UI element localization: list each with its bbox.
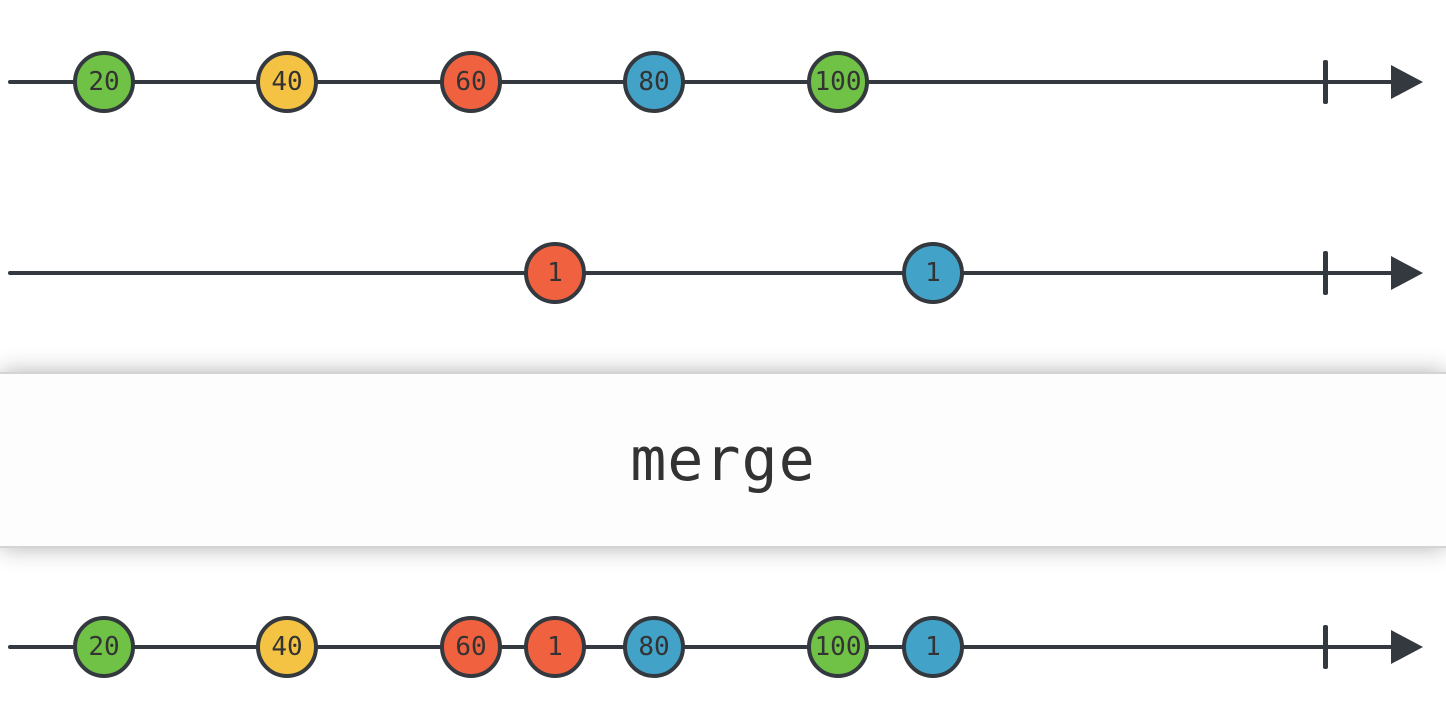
marble-80: 80	[623, 616, 685, 678]
timeline-line	[8, 271, 1395, 275]
marble-value: 40	[271, 632, 303, 662]
marble-value: 60	[455, 67, 487, 97]
marble-1[interactable]: 1	[524, 242, 586, 304]
marble-80[interactable]: 80	[623, 51, 685, 113]
marble-value: 1	[547, 632, 563, 662]
marble-100[interactable]: 100	[807, 51, 869, 113]
marble-1[interactable]: 1	[902, 242, 964, 304]
marble-value: 20	[88, 67, 120, 97]
marble-40: 40	[256, 616, 318, 678]
marble-20: 20	[73, 616, 135, 678]
marble-60: 60	[440, 616, 502, 678]
marble-value: 1	[925, 632, 941, 662]
arrowhead-icon	[1391, 630, 1423, 664]
marble-value: 1	[547, 258, 563, 288]
completion-tick	[1323, 60, 1328, 104]
marble-value: 100	[814, 632, 862, 662]
marble-value: 40	[271, 67, 303, 97]
arrowhead-icon	[1391, 256, 1423, 290]
timeline-line	[8, 80, 1395, 84]
marble-value: 100	[814, 67, 862, 97]
marble-value: 60	[455, 632, 487, 662]
marble-value: 20	[88, 632, 120, 662]
arrowhead-icon	[1391, 65, 1423, 99]
marble-value: 80	[638, 67, 670, 97]
marble-1: 1	[902, 616, 964, 678]
marble-40[interactable]: 40	[256, 51, 318, 113]
marble-20[interactable]: 20	[73, 51, 135, 113]
timeline-line	[8, 645, 1395, 649]
completion-tick	[1323, 625, 1328, 669]
marble-100: 100	[807, 616, 869, 678]
marble-60[interactable]: 60	[440, 51, 502, 113]
completion-tick	[1323, 251, 1328, 295]
marble-value: 1	[925, 258, 941, 288]
marble-value: 80	[638, 632, 670, 662]
operator-band: merge	[0, 372, 1446, 548]
marble-1: 1	[524, 616, 586, 678]
operator-label: merge	[630, 425, 816, 495]
